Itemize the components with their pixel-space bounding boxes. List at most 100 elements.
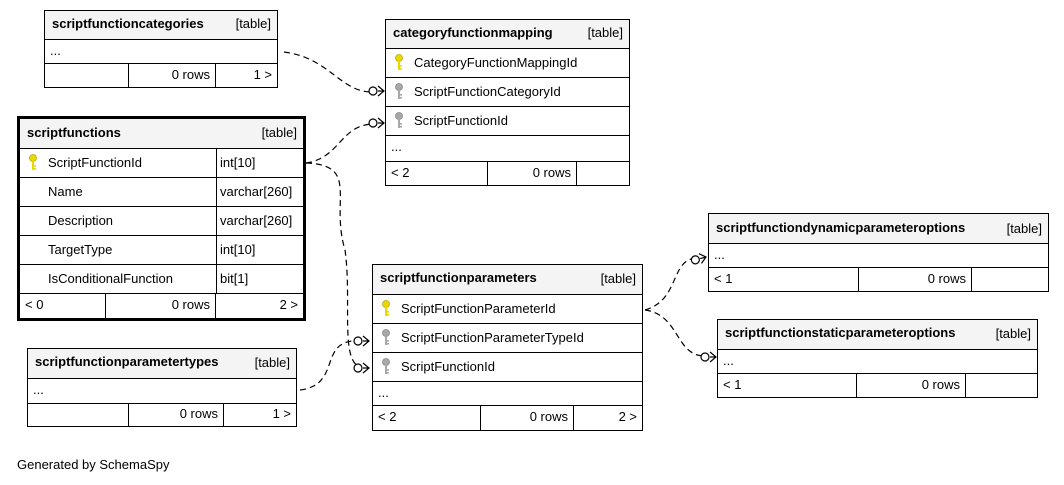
primary-key-icon bbox=[29, 154, 37, 170]
table-header: scriptfunctionparameters [table] bbox=[373, 265, 642, 295]
footer-children bbox=[972, 268, 1048, 291]
link-functions-to-mapping bbox=[305, 123, 373, 164]
link-parameters-to-static bbox=[644, 309, 705, 357]
column-row: IsConditionalFunction bit[1] bbox=[20, 265, 303, 294]
column-name: ScriptFunctionCategoryId bbox=[414, 84, 561, 99]
ellipsis-row: ... bbox=[386, 136, 629, 162]
link-end-mapping-2 bbox=[368, 117, 385, 129]
footer-parents: < 2 bbox=[373, 406, 481, 430]
column-type: int[10] bbox=[216, 236, 303, 264]
column-row: Description varchar[260] bbox=[20, 207, 303, 236]
table-footer: 0 rows 1 > bbox=[28, 404, 296, 426]
table-categoryfunctionmapping[interactable]: categoryfunctionmapping [table] Category… bbox=[385, 19, 630, 186]
table-scriptfunctions[interactable]: scriptfunctions [table] ScriptFunctionId… bbox=[17, 116, 306, 321]
link-end-parameters-2 bbox=[353, 362, 370, 374]
link-parameters-to-dynamic bbox=[644, 257, 697, 311]
table-footer: < 0 0 rows 2 > bbox=[20, 294, 303, 318]
table-footer: < 2 0 rows bbox=[386, 162, 629, 185]
table-footer: < 1 0 rows bbox=[718, 374, 1037, 397]
footer-rows: 0 rows bbox=[488, 162, 577, 185]
ellipsis-row: ... bbox=[373, 382, 642, 406]
footer-parents: < 2 bbox=[386, 162, 488, 185]
footer-children: 1 > bbox=[272, 406, 291, 421]
table-scriptfunctionparametertypes[interactable]: scriptfunctionparametertypes [table] ...… bbox=[27, 348, 297, 427]
column-row: ScriptFunctionParameterTypeId bbox=[373, 324, 642, 353]
footer-rows: 0 rows bbox=[129, 404, 224, 426]
table-tag: [table] bbox=[587, 25, 623, 40]
table-header: scriptfunctions [table] bbox=[20, 119, 303, 149]
footer-rows: 0 rows bbox=[481, 406, 574, 430]
table-tag: [table] bbox=[995, 326, 1031, 341]
column-name: ScriptFunctionId bbox=[401, 359, 495, 374]
table-header: scriptfunctionstaticparameteroptions [ta… bbox=[718, 320, 1037, 350]
column-name: TargetType bbox=[48, 242, 113, 257]
column-name: ScriptFunctionId bbox=[414, 113, 508, 128]
primary-key-icon bbox=[395, 54, 403, 70]
foreign-key-icon bbox=[395, 112, 403, 128]
column-name: ScriptFunctionId bbox=[48, 155, 142, 170]
link-paramtypes-to-parameters bbox=[299, 340, 353, 391]
foreign-key-icon bbox=[382, 358, 390, 374]
table-scriptfunctionparameters[interactable]: scriptfunctionparameters [table] ScriptF… bbox=[372, 264, 643, 431]
column-row: Name varchar[260] bbox=[20, 178, 303, 207]
table-tag: [table] bbox=[261, 125, 297, 140]
column-row: ScriptFunctionId int[10] bbox=[20, 149, 303, 178]
link-end-static bbox=[700, 351, 717, 363]
footer-rows: 0 rows bbox=[857, 374, 966, 397]
table-header: categoryfunctionmapping [table] bbox=[386, 20, 629, 49]
footer-rows: 0 rows bbox=[106, 294, 216, 318]
link-end-dynamic bbox=[689, 251, 708, 267]
table-header: scriptfunctioncategories [table] bbox=[45, 11, 277, 40]
link-end-parameters-1 bbox=[353, 335, 370, 347]
column-row: ScriptFunctionId bbox=[386, 107, 629, 136]
footer-parents: < 1 bbox=[709, 268, 859, 291]
table-tag: [table] bbox=[235, 16, 271, 31]
table-name: scriptfunctionparametertypes bbox=[35, 354, 219, 369]
column-name: Name bbox=[48, 184, 83, 199]
table-name: scriptfunctionparameters bbox=[380, 270, 537, 285]
footer-rows: 0 rows bbox=[859, 268, 972, 291]
column-row: CategoryFunctionMappingId bbox=[386, 49, 629, 78]
table-footer: < 1 0 rows bbox=[709, 268, 1048, 291]
footer-parents: < 1 bbox=[718, 374, 857, 397]
footer-parents bbox=[45, 64, 129, 87]
table-name: scriptfunctions bbox=[27, 125, 121, 140]
footer-parents: < 0 bbox=[20, 294, 106, 318]
table-scriptfunctiondynamicparameteroptions[interactable]: scriptfunctiondynamicparameteroptions [t… bbox=[708, 213, 1049, 292]
footer-children: 1 > bbox=[253, 67, 272, 82]
table-tag: [table] bbox=[254, 355, 290, 370]
column-type: bit[1] bbox=[216, 265, 303, 293]
table-tag: [table] bbox=[1006, 221, 1042, 236]
column-name: ScriptFunctionParameterTypeId bbox=[401, 330, 584, 345]
column-row: ScriptFunctionCategoryId bbox=[386, 78, 629, 107]
table-name: categoryfunctionmapping bbox=[393, 25, 553, 40]
footer-children: 2 > bbox=[618, 409, 637, 424]
table-header: scriptfunctionparametertypes [table] bbox=[28, 349, 296, 379]
footer-children bbox=[577, 162, 629, 185]
column-type: int[10] bbox=[216, 149, 303, 177]
footer-parents bbox=[28, 404, 129, 426]
table-footer: < 2 0 rows 2 > bbox=[373, 406, 642, 430]
table-scriptfunctioncategories[interactable]: scriptfunctioncategories [table] ... 0 r… bbox=[44, 10, 278, 88]
link-end-mapping-1 bbox=[368, 85, 385, 97]
table-name: scriptfunctionstaticparameteroptions bbox=[725, 325, 956, 340]
column-type: varchar[260] bbox=[216, 178, 303, 206]
column-row: ScriptFunctionParameterId bbox=[373, 295, 642, 324]
footer-rows: 0 rows bbox=[129, 64, 216, 87]
table-tag: [table] bbox=[600, 271, 636, 286]
table-name: scriptfunctiondynamicparameteroptions bbox=[716, 220, 966, 235]
column-name: IsConditionalFunction bbox=[48, 271, 174, 286]
foreign-key-icon bbox=[395, 83, 403, 99]
link-categories-to-mapping bbox=[283, 51, 373, 93]
ellipsis-row: ... bbox=[45, 40, 277, 64]
column-name: ScriptFunctionParameterId bbox=[401, 301, 556, 316]
column-row: ScriptFunctionId bbox=[373, 353, 642, 382]
table-scriptfunctionstaticparameteroptions[interactable]: scriptfunctionstaticparameteroptions [ta… bbox=[717, 319, 1038, 398]
link-functions-to-parameters bbox=[305, 162, 361, 368]
foreign-key-icon bbox=[382, 329, 390, 345]
table-header: scriptfunctiondynamicparameteroptions [t… bbox=[709, 214, 1048, 244]
column-row: TargetType int[10] bbox=[20, 236, 303, 265]
footer-children bbox=[966, 374, 1037, 397]
ellipsis-row: ... bbox=[718, 350, 1037, 374]
column-name: CategoryFunctionMappingId bbox=[414, 55, 578, 70]
